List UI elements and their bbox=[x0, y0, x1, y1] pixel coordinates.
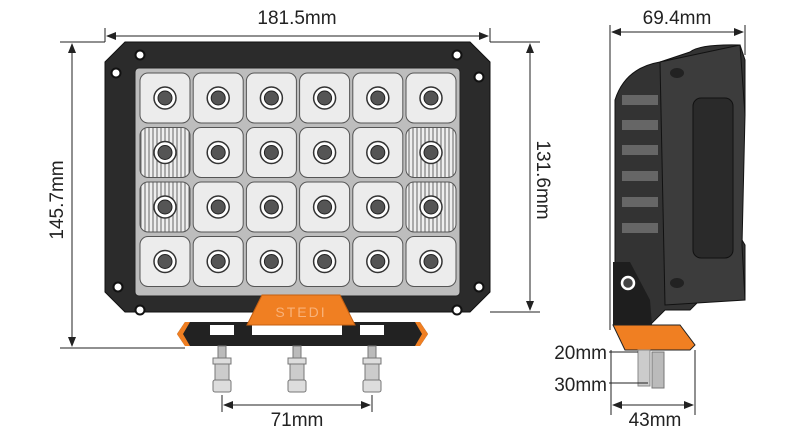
led-emitter-icon bbox=[423, 254, 439, 269]
front-view: STEDI bbox=[104, 41, 491, 393]
led-emitter-icon bbox=[157, 254, 173, 269]
depth-label: 69.4mm bbox=[643, 8, 712, 29]
side-mount-hole bbox=[670, 68, 684, 78]
side-bolts bbox=[637, 349, 665, 389]
screw-icon bbox=[112, 281, 124, 293]
led-module bbox=[352, 236, 404, 287]
bracket-accent-right bbox=[415, 322, 428, 346]
bracket-accent-left bbox=[177, 322, 190, 346]
led-emitter-icon bbox=[263, 90, 279, 106]
led-module bbox=[352, 181, 404, 233]
led-emitter-icon bbox=[157, 199, 173, 215]
led-emitter-icon bbox=[157, 145, 173, 160]
led-emitter-icon bbox=[263, 199, 279, 215]
led-module bbox=[192, 181, 244, 233]
bracket-slot bbox=[360, 325, 384, 335]
total-height-label: 145.7mm bbox=[47, 160, 68, 239]
led-emitter-icon bbox=[317, 145, 333, 160]
led-module bbox=[139, 127, 191, 178]
led-emitter-icon bbox=[210, 254, 226, 269]
mounting-bolt bbox=[212, 345, 232, 393]
width-label: 181.5mm bbox=[257, 8, 336, 29]
led-emitter-icon bbox=[423, 199, 439, 215]
led-module bbox=[245, 236, 297, 287]
led-module bbox=[192, 127, 244, 178]
led-module bbox=[192, 236, 244, 287]
mounting-bolts bbox=[212, 345, 382, 393]
side-bracket bbox=[613, 262, 652, 325]
led-module bbox=[245, 181, 297, 233]
led-module bbox=[352, 72, 404, 124]
bracket-slot bbox=[210, 325, 234, 335]
bracket-depth-label: 43mm bbox=[629, 410, 682, 431]
led-emitter-icon bbox=[210, 199, 226, 215]
led-emitter-icon bbox=[317, 90, 333, 106]
screw-icon bbox=[473, 281, 485, 293]
led-module bbox=[405, 181, 457, 233]
led-emitter-icon bbox=[370, 199, 386, 215]
led-grid bbox=[139, 72, 457, 287]
bolt-spacing-label: 71mm bbox=[271, 410, 324, 431]
led-emitter-icon bbox=[423, 90, 439, 106]
screw-icon bbox=[473, 71, 485, 83]
screw-icon bbox=[134, 49, 146, 61]
led-module bbox=[139, 72, 191, 124]
housing-height-label: 131.6mm bbox=[532, 140, 553, 219]
led-module bbox=[299, 181, 351, 233]
led-module bbox=[139, 181, 191, 233]
led-module bbox=[299, 236, 351, 287]
side-mount-hole bbox=[670, 278, 684, 288]
led-emitter-icon bbox=[210, 145, 226, 160]
led-module bbox=[405, 127, 457, 178]
bracket-slot bbox=[252, 325, 342, 335]
led-emitter-icon bbox=[370, 254, 386, 269]
led-module bbox=[299, 72, 351, 124]
led-emitter-icon bbox=[317, 254, 333, 269]
corner-screws bbox=[110, 49, 485, 316]
side-view bbox=[612, 44, 746, 389]
led-emitter-icon bbox=[370, 145, 386, 160]
side-heatsink-panel bbox=[692, 97, 734, 259]
led-module bbox=[352, 127, 404, 178]
led-emitter-icon bbox=[210, 90, 226, 106]
led-emitter-icon bbox=[263, 145, 279, 160]
logo-text: STEDI bbox=[275, 304, 326, 320]
led-emitter-icon bbox=[370, 90, 386, 106]
led-module bbox=[405, 72, 457, 124]
mounting-bolt bbox=[362, 345, 382, 393]
offset-max-label: 30mm bbox=[554, 375, 607, 396]
screw-icon bbox=[451, 304, 463, 316]
side-fins bbox=[622, 95, 658, 233]
led-module bbox=[192, 72, 244, 124]
led-module bbox=[405, 236, 457, 287]
side-bracket-accent bbox=[612, 324, 696, 351]
screw-icon bbox=[110, 67, 122, 79]
mounting-bolt bbox=[287, 345, 307, 393]
screw-icon bbox=[134, 304, 146, 316]
side-dimensions: 69.4mm 20mm 30mm 43mm bbox=[554, 8, 746, 431]
led-module bbox=[299, 127, 351, 178]
front-dimensions: 181.5mm 145.7mm 131.6mm 71mm bbox=[47, 8, 553, 431]
led-emitter-icon bbox=[157, 90, 173, 106]
offset-min-label: 20mm bbox=[554, 343, 607, 364]
led-module bbox=[245, 72, 297, 124]
led-emitter-icon bbox=[423, 145, 439, 160]
led-emitter-icon bbox=[263, 254, 279, 269]
logo-plate bbox=[246, 294, 356, 326]
pivot-bolt-icon bbox=[620, 275, 636, 291]
led-module bbox=[139, 236, 191, 287]
screw-icon bbox=[451, 49, 463, 61]
led-emitter-icon bbox=[317, 199, 333, 215]
led-module bbox=[245, 127, 297, 178]
